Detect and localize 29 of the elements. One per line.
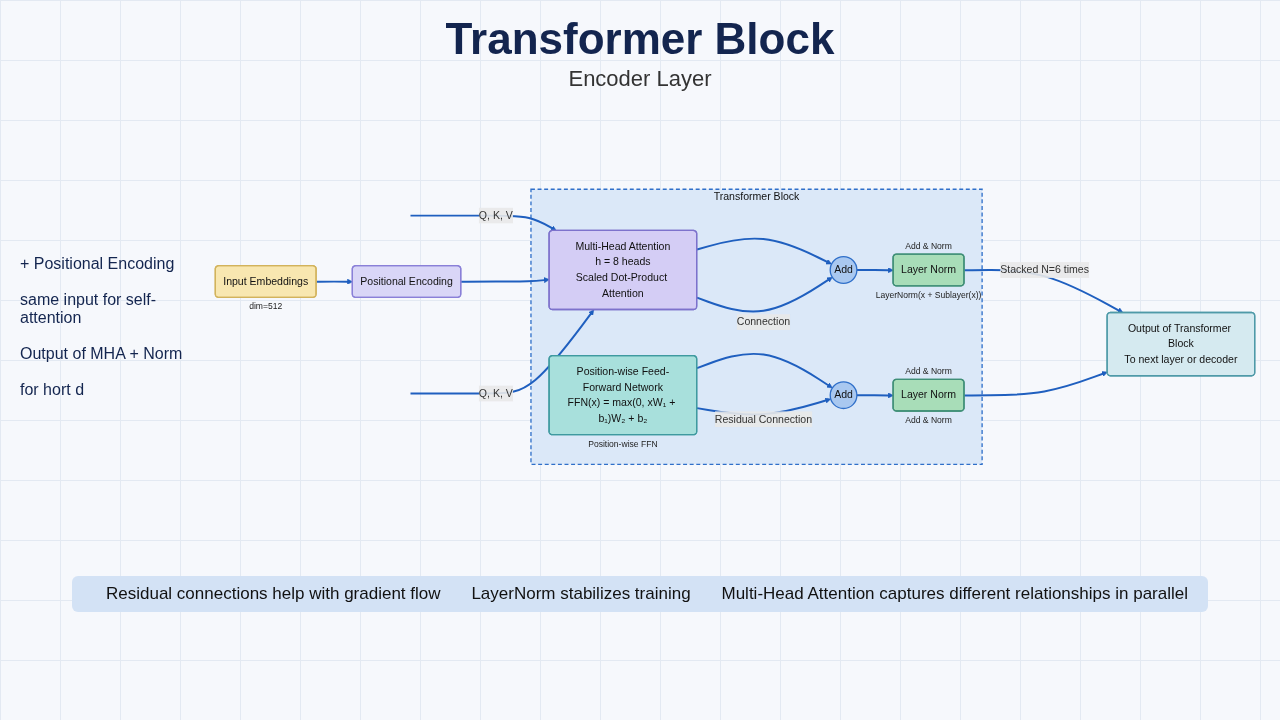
- add-circle: Add: [829, 256, 858, 285]
- subtitle: Encoder Layer: [568, 66, 712, 92]
- node-caption: Add & Norm: [905, 366, 952, 377]
- process-box: Layer Norm: [892, 378, 965, 412]
- arrow: [460, 277, 550, 284]
- annotation: for hort d: [20, 381, 86, 399]
- node-caption: Position-wise FFN: [588, 438, 658, 449]
- process-box: Input Embeddings: [214, 265, 317, 299]
- process-box: Layer Norm: [892, 253, 965, 287]
- title: Transformer Block: [445, 14, 835, 64]
- node-caption: Add & Norm: [905, 415, 952, 426]
- node-caption: Add & Norm: [905, 241, 952, 252]
- bullet-note: Residual connections help with gradient flow: [105, 584, 441, 604]
- bullet-note: Multi-Head Attention captures different relationships in parallel: [720, 584, 1188, 604]
- arrow: [696, 353, 833, 389]
- annotation: + Positional Encoding: [20, 255, 176, 273]
- annotation: Output of MHA + Norm: [20, 345, 184, 363]
- node-caption: dim=512: [249, 301, 283, 312]
- process-box: Output of Transformer Block To next layer or decoder: [1106, 312, 1256, 377]
- process-box: Positional Encoding: [351, 265, 462, 299]
- annotation: same input for self-attention: [20, 291, 158, 327]
- process-box: Position-wise Feed-Forward Network FFN(x) = max(0, xW₁ + b₁)W₂ + b₂: [548, 355, 698, 436]
- node-caption: LayerNorm(x + Sublayer(x)): [875, 289, 982, 300]
- process-box: Multi-Head Attention h = 8 heads Scaled Dot-Product Attention: [548, 230, 698, 311]
- bullet-note: LayerNorm stabilizes training: [470, 584, 691, 604]
- add-circle: Add: [829, 381, 858, 410]
- arrow: [696, 237, 832, 265]
- arrow: [963, 371, 1108, 397]
- arrow: [696, 277, 833, 313]
